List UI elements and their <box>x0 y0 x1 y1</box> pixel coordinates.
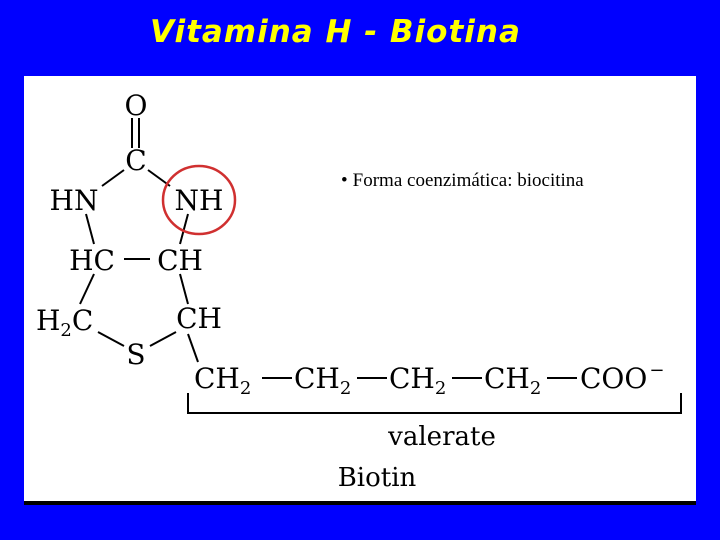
bullet-text: Forma coenzimática: biocitina <box>352 170 584 191</box>
atom-carbonyl-o: O <box>125 89 148 122</box>
bond-nh-ch <box>179 213 189 245</box>
bond-ring-chain <box>187 333 199 363</box>
bond-hc-h2c <box>79 273 95 305</box>
bond-lines <box>79 118 682 414</box>
atom-hc: HC <box>69 244 115 277</box>
bond-ch-ch <box>179 273 189 305</box>
chain-group-2: CH2 <box>294 362 351 399</box>
bond-ch-s <box>149 331 177 347</box>
content-panel <box>24 76 696 502</box>
atom-nh: NH <box>175 184 224 217</box>
atom-h2c-subscript: 2 <box>60 320 71 341</box>
bullet-point: •Forma coenzimática: biocitina <box>341 170 584 192</box>
atom-h2c: H2C <box>36 304 93 341</box>
bond-hn-hc <box>85 213 95 245</box>
atom-ch-lower: CH <box>176 302 222 335</box>
valerate-bracket <box>187 393 682 414</box>
bond-h2c-s <box>97 331 125 347</box>
bond-c-hn <box>101 169 125 187</box>
atom-h2c-c: C <box>72 304 93 337</box>
chain-group-4: CH2 <box>484 362 541 399</box>
panel-shadow <box>24 501 696 505</box>
atom-carbonyl-c: C <box>125 144 146 177</box>
atom-hn: HN <box>50 184 99 217</box>
atom-sulfur: S <box>126 338 145 371</box>
nh-highlight-circle <box>161 164 237 236</box>
slide-title: Vitamina H - Biotina <box>150 14 521 50</box>
bullet-marker: • <box>341 170 348 191</box>
valerate-label: valerate <box>387 422 496 452</box>
compound-name: Biotin <box>338 463 417 493</box>
chain-group-3: CH2 <box>389 362 446 399</box>
atom-h2c-h: H <box>36 304 60 337</box>
chain-carboxylate: COO− <box>580 360 664 395</box>
atom-ch-upper: CH <box>157 244 203 277</box>
chain-group-1: CH2 <box>194 362 251 399</box>
